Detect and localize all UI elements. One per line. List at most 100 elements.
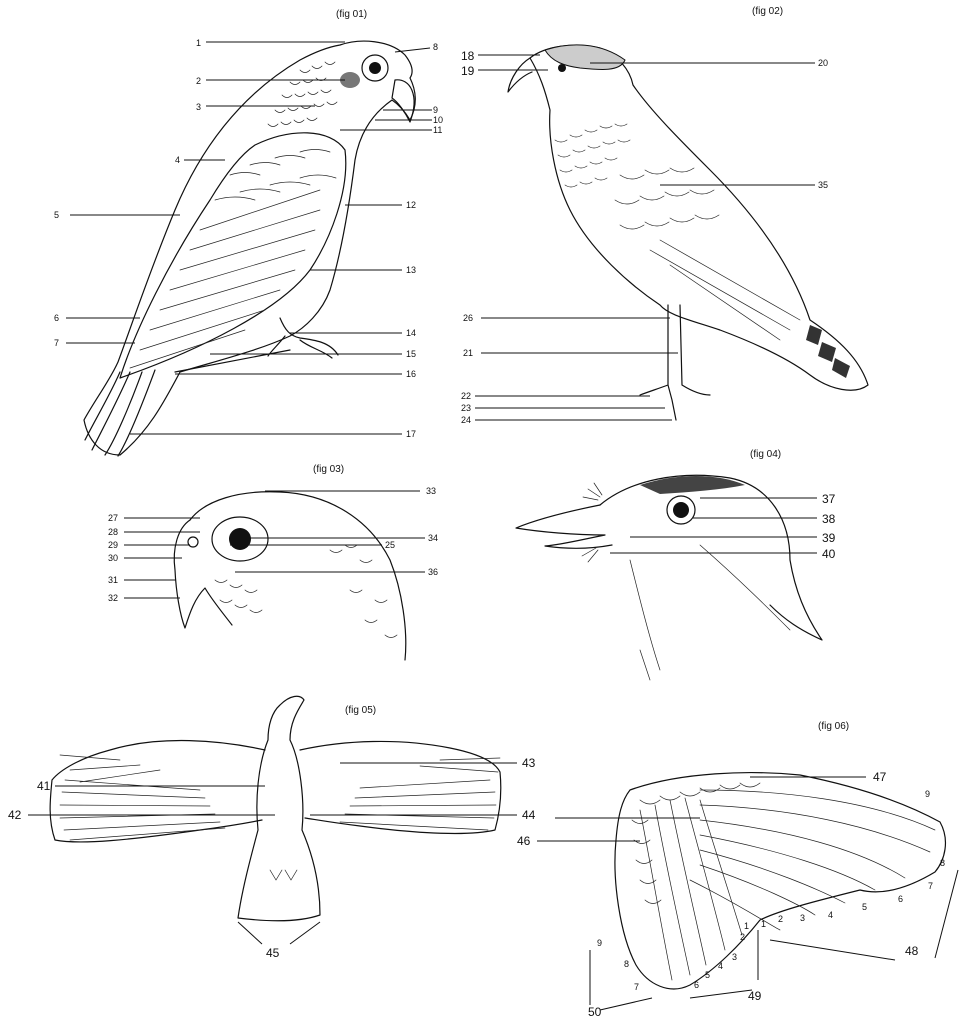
fig05-right-wing <box>300 741 501 833</box>
fig02-label-35: 35 <box>818 180 828 190</box>
fig06-label-48: 48 <box>905 944 919 958</box>
fig03-label-25: 25 <box>385 540 395 550</box>
fig02-label-21: 21 <box>463 348 473 358</box>
fig04-label-40: 40 <box>822 547 836 561</box>
fig01-perch <box>175 350 290 372</box>
fig04-songbird-head: (fig 04) 37 38 39 40 <box>516 449 836 680</box>
fig06-label-5-secondary: 5 <box>705 970 710 980</box>
fig06-label-9-secondary: 9 <box>597 938 602 948</box>
fig01-label-16: 16 <box>406 369 416 379</box>
fig04-label-38: 38 <box>822 512 836 526</box>
fig01-beak <box>392 80 414 122</box>
fig06-label-8-secondary: 8 <box>624 959 629 969</box>
fig06-label-47: 47 <box>873 770 887 784</box>
fig02-legs <box>640 305 710 420</box>
fig04-label-37: 37 <box>822 492 836 506</box>
fig06-label-7-primary: 7 <box>928 881 933 891</box>
fig02-beak <box>508 58 532 92</box>
fig06-label-9-primary: 9 <box>925 789 930 799</box>
fig05-label-45: 45 <box>266 946 280 960</box>
fig06-label-4-secondary: 4 <box>718 961 723 971</box>
fig03-label-30: 30 <box>108 553 118 563</box>
fig01-wing-feathers <box>130 150 336 369</box>
fig01-label-14: 14 <box>406 328 416 338</box>
fig03-label-32: 32 <box>108 593 118 603</box>
fig05-body <box>238 696 320 920</box>
fig03-eye <box>229 528 251 550</box>
fig06-label-6-primary: 6 <box>898 894 903 904</box>
fig06-label-2-secondary: 2 <box>740 932 745 942</box>
fig04-eye <box>673 502 689 518</box>
fig03-leaders <box>124 491 425 598</box>
fig03-head-outline <box>190 492 406 660</box>
fig06-label-7-secondary: 7 <box>634 982 639 992</box>
fig04-title: (fig 04) <box>750 449 781 460</box>
fig01-label-5: 5 <box>54 210 59 220</box>
fig02-title: (fig 02) <box>752 6 783 17</box>
fig04-numbers: 37 38 39 40 <box>822 492 836 561</box>
fig01-label-1: 1 <box>196 38 201 48</box>
fig06-wing-outline <box>615 773 945 989</box>
fig06-primaries <box>632 783 935 980</box>
fig01-label-15: 15 <box>406 349 416 359</box>
fig02-label-20: 20 <box>818 58 828 68</box>
fig02-label-26: 26 <box>463 313 473 323</box>
fig05-label-41: 41 <box>37 779 51 793</box>
fig05-leaders <box>28 763 517 944</box>
fig06-leaders <box>537 777 958 1010</box>
fig02-cap <box>545 45 625 70</box>
fig01-title: (fig 01) <box>336 9 367 20</box>
fig02-label-19: 19 <box>461 64 475 78</box>
fig01-label-10: 10 <box>433 115 443 125</box>
fig04-throat <box>630 560 660 680</box>
fig06-label-8-primary: 8 <box>940 858 945 868</box>
fig01-head-feathers <box>268 62 337 127</box>
fig01-label-2: 2 <box>196 76 201 86</box>
fig01-eye <box>369 62 381 74</box>
fig01-parrot: (fig 01) <box>54 9 443 456</box>
fig02-caracara: (fig 02) <box>461 6 868 425</box>
fig05-numbers: 41 42 43 44 45 <box>8 756 536 960</box>
fig04-head-outline <box>600 475 822 640</box>
fig06-label-46: 46 <box>517 834 531 848</box>
fig06-label-1-secondary: 1 <box>744 921 749 931</box>
fig01-label-4: 4 <box>175 155 180 165</box>
fig04-leaders <box>610 498 817 553</box>
fig01-label-11: 11 <box>433 125 442 135</box>
fig05-label-42: 42 <box>8 808 22 822</box>
fig01-label-6: 6 <box>54 313 59 323</box>
fig06-label-1-primary: 1 <box>761 919 766 929</box>
fig02-eye <box>558 64 566 72</box>
fig01-label-3: 3 <box>196 102 201 112</box>
fig05-label-44: 44 <box>522 808 536 822</box>
fig06-label-50: 50 <box>588 1005 602 1019</box>
fig02-numbers: 18 19 20 35 26 21 22 23 24 <box>461 49 828 425</box>
fig01-wing <box>120 133 346 378</box>
fig02-leaders <box>475 55 815 420</box>
fig03-feathers <box>215 545 397 638</box>
fig01-label-8: 8 <box>433 42 438 52</box>
fig03-beak <box>174 520 232 628</box>
fig06-label-4-primary: 4 <box>828 910 833 920</box>
fig03-label-36: 36 <box>428 567 438 577</box>
fig02-label-24: 24 <box>461 415 471 425</box>
fig06-label-3-secondary: 3 <box>732 952 737 962</box>
fig06-label-2-primary: 2 <box>778 914 783 924</box>
fig03-label-27: 27 <box>108 513 118 523</box>
fig01-label-13: 13 <box>406 265 416 275</box>
fig05-label-43: 43 <box>522 756 536 770</box>
fig04-nape <box>700 545 790 630</box>
fig05-flight-feathers <box>60 755 500 880</box>
fig05-left-wing <box>50 741 265 842</box>
fig06-numbers: 47 9 46 8 7 6 5 4 3 2 1 48 1 2 9 8 7 6 5… <box>517 770 945 1019</box>
fig06-label-3-primary: 3 <box>800 913 805 923</box>
fig02-label-22: 22 <box>461 391 471 401</box>
fig04-label-39: 39 <box>822 531 836 545</box>
fig06-label-49: 49 <box>748 989 762 1003</box>
fig03-label-28: 28 <box>108 527 118 537</box>
fig02-label-23: 23 <box>461 403 471 413</box>
fig02-breast-bars <box>555 124 630 187</box>
fig01-label-9: 9 <box>433 105 438 115</box>
